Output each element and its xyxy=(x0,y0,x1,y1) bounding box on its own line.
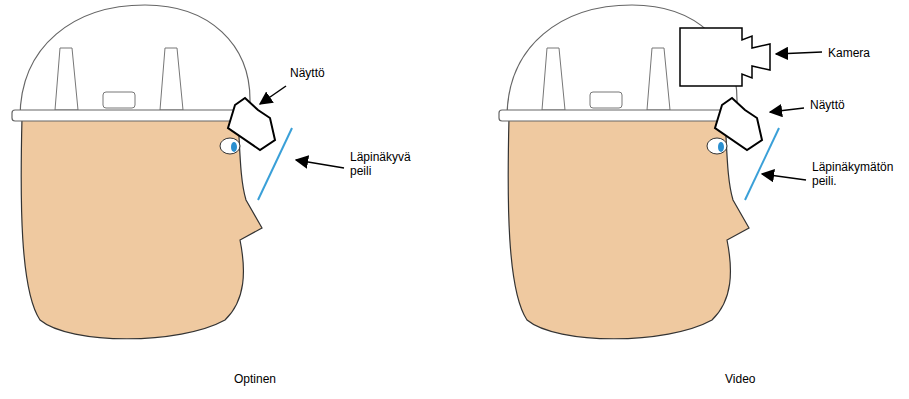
leader-arrows xyxy=(260,52,822,180)
camera-symbol xyxy=(680,28,770,86)
part-label: Kamera xyxy=(828,46,870,60)
part-label: Läpinäkyvä peili xyxy=(350,150,416,178)
part-label: Näyttö xyxy=(290,66,325,80)
optical-headset-figure xyxy=(12,5,292,339)
video-headset-figure xyxy=(499,5,779,339)
part-label: Näyttö xyxy=(810,98,845,112)
figure-caption: Optinen xyxy=(234,372,276,386)
part-label: Läpinäkymätön peili. xyxy=(812,160,902,188)
figure-caption: Video xyxy=(725,372,755,386)
